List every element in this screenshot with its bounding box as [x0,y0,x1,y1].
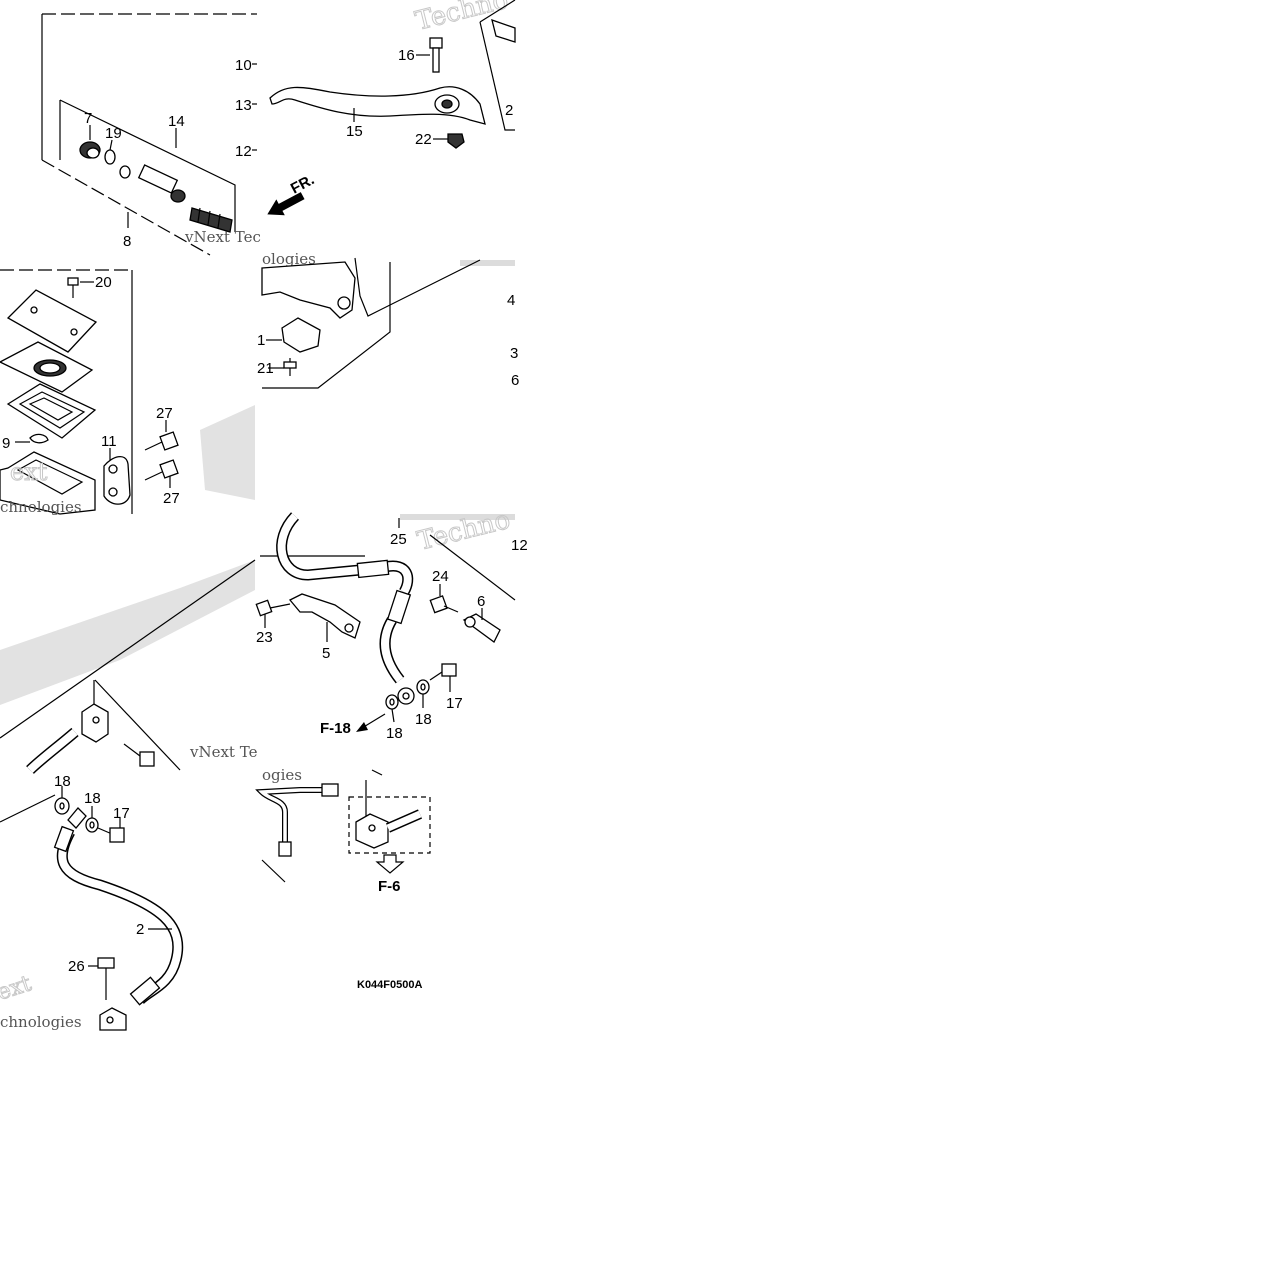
callout-24: 24 [432,568,449,585]
callout-4: 4 [507,292,515,309]
callout-2: 2 [505,102,513,119]
watermark-text: chnologies [0,498,82,516]
bolt-part-27b [144,459,179,481]
reservoir-body-part [0,451,96,515]
down-arrow-icon [375,854,405,874]
bolt-part [123,743,155,767]
figure-code: K044F0500A [357,979,422,991]
callout-18d: 18 [84,790,101,807]
callout-16: 16 [398,47,415,64]
nut-part-22 [447,133,465,149]
clip-part-9 [29,433,49,444]
callout-17b: 17 [113,805,130,822]
joint-part-6 [462,613,501,643]
joint-block-f6-part [355,813,389,849]
washer-part-18b [385,694,399,710]
watermark-text: ext [10,458,48,486]
callout-15: 15 [346,123,363,140]
panel-pipe-f6: ogies F-6 K044F0500A [255,766,431,991]
watermark-text: ologies [262,250,316,268]
callout-12: 12 [235,143,252,160]
watermark-text: ogies [262,766,302,784]
callout-17a: 17 [446,695,463,712]
callout-6: 6 [511,372,519,389]
front-arrow-label: FR. [288,171,317,197]
bolt-part-26 [97,957,115,1000]
callout-13: 13 [235,97,252,114]
screw-part-21 [283,358,297,376]
ref-f18: F-18 [320,720,351,737]
callout-22: 22 [415,131,432,148]
switch-part-1 [281,317,321,353]
watermark-text: ext [0,971,35,1005]
panel-master-cylinder-piston: vNext Tec 7 19 14 8 [41,13,261,256]
watermark-text: chnologies [0,1013,82,1031]
screw-part-20 [67,277,79,298]
bracket-part-5 [288,593,361,639]
callout-19: 19 [105,125,122,142]
cover-part [6,289,98,353]
plate-part [0,341,94,393]
washer-part [119,165,131,179]
panel-brake-lever: Techno 10 13 12 16 15 22 2 [235,0,516,216]
caliper-joint-part [99,1007,127,1031]
callout-10: 10 [235,57,252,74]
callout-11: 11 [101,433,117,450]
panel-switch: ologies 1 21 4 3 6 [257,250,519,389]
detail-box [348,796,431,854]
callout-9: 9 [2,435,10,452]
callout-1: 1 [257,332,265,349]
ref-f6: F-6 [378,878,401,895]
joint-block-part [81,703,109,743]
bolt-part-24 [429,595,459,614]
callout-5: 5 [322,645,330,662]
front-arrow-icon [267,192,305,216]
callout-18a: 18 [415,711,432,728]
clip-part-19 [104,149,116,165]
callout-18b: 18 [386,725,403,742]
callout-14: 14 [168,113,185,130]
callout-26: 26 [68,958,85,975]
watermark-text: Techno [414,505,513,557]
bolt-part-27a [144,431,179,451]
panel-reservoir: 20 9 [0,269,255,516]
piston-part [137,164,186,203]
bolt-part-16 [429,37,443,73]
callout-21: 21 [257,360,274,377]
lever-part-15 [269,86,486,125]
panel-lower-left-joint: vNext Te [0,559,258,774]
callout-12b: 12 [511,537,528,554]
panel-upper-hose: Techno 25 12 5 23 [255,504,528,742]
washer-part-18a [416,679,430,695]
callout-18c: 18 [54,773,71,790]
panel-lower-hose: 18 18 17 2 26 ext [0,773,184,1031]
callout-27b: 27 [163,490,180,507]
banjo-part [67,807,87,829]
holder-part-11 [103,456,131,505]
cap-part-7 [79,141,101,159]
spring-part [189,207,233,233]
callout-2b: 2 [136,921,144,938]
bolt-part-17a [429,663,457,681]
diaphragm-part [6,383,97,439]
washer-part-18d [85,817,99,833]
callout-8: 8 [123,233,131,250]
callout-3: 3 [510,345,518,362]
watermark-text: vNext Tec [184,228,261,246]
callout-25: 25 [390,531,407,548]
callout-23: 23 [256,629,273,646]
callout-7: 7 [84,110,92,127]
bolt-part-17b [97,827,125,843]
callout-6b: 6 [477,593,485,610]
callout-27a: 27 [156,405,173,422]
callout-20: 20 [95,274,112,291]
bolt-part-23 [255,599,291,617]
watermark-text: vNext Te [189,743,258,761]
washer-part-18c [54,797,70,815]
